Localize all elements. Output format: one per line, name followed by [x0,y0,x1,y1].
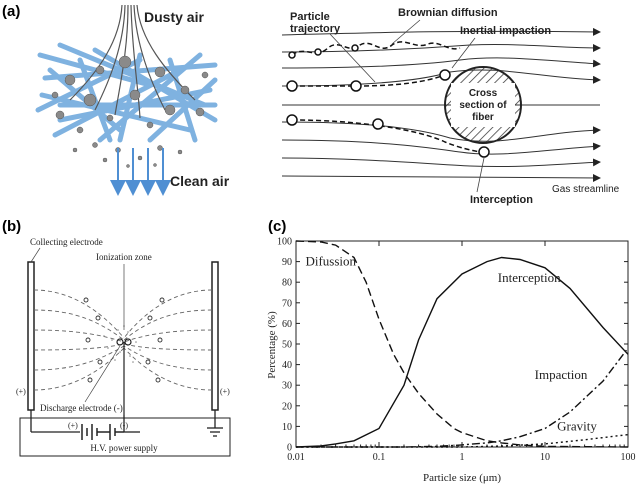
minus-battery-label: (-) [120,421,128,430]
series-label-gravity: Gravity [557,419,597,434]
plus-battery-label: (+) [68,421,78,430]
series-label-interception: Interception [498,270,561,285]
series-line-gravity [296,433,629,448]
clean-air-arrows [110,148,171,196]
y-tick-label: 30 [282,381,292,392]
x-tick-label: 1 [460,452,465,463]
y-tick-label: 60 [282,319,292,330]
panel-b-label: (b) [2,218,21,235]
x-tick-label: 0.1 [373,452,386,463]
y-axis-title: Percentage (%) [266,311,278,379]
fiber-label-3: fiber [472,112,494,123]
plus-left-label: (+) [16,387,26,396]
discharge-electrode [116,338,132,415]
x-axis-title: Particle size (μm) [423,472,501,484]
series-line-difussion [295,240,629,448]
circuit-wires [30,410,216,433]
series-line-interception [295,256,629,448]
ground-icon [207,427,223,437]
y-tick-label: 100 [277,237,292,248]
series-label-difussion: Difussion [305,254,356,269]
power-supply-box [19,417,231,457]
fiber-label-2: section of [459,100,507,111]
panel-a-label: (a) [2,3,20,20]
y-tick-label: 90 [282,257,292,268]
leader-lines [329,19,485,193]
x-tick-label: 0.01 [287,452,305,463]
particle-trajectory-label-2: trajectory [290,23,341,35]
ionization-zone-label: Ionization zone [96,252,152,262]
trajectory-particles [286,44,490,158]
collecting-electrode-right [211,261,219,411]
interception-label: Interception [470,194,533,206]
y-tick-label: 10 [282,422,292,433]
x-tick-label: 10 [540,452,550,463]
collecting-electrode-left [27,261,35,411]
x-tick-label: 100 [621,452,636,463]
ion-dots [103,325,141,363]
gas-streamline-label: Gas streamline [552,184,620,195]
particle-trajectory-label-1: Particle [290,11,330,23]
plus-right-label: (+) [220,387,230,396]
fiber-label-bg [451,83,515,127]
y-tick-label: 40 [282,360,292,371]
panel-c-label: (c) [268,218,286,235]
streamlines [281,27,601,182]
y-tick-label: 70 [282,298,292,309]
dusty-air-label: Dusty air [144,9,204,25]
power-supply-label: H.V. power supply [90,443,158,453]
y-tick-label: 80 [282,278,292,289]
y-tick-label: 20 [282,401,292,412]
discharge-electrode-label: Discharge electrode (-) [40,403,123,413]
y-tick-label: 0 [287,443,292,454]
dust-particles [51,55,209,168]
collecting-electrode-label: Collecting electrode [30,237,103,247]
inertial-impaction-label: Inertial impaction [460,25,551,37]
battery-icon [81,424,124,440]
brownian-diffusion-label: Brownian diffusion [398,7,498,19]
series-label-impaction: Impaction [535,367,588,382]
plot-frame [295,240,629,448]
panel-b: (b) [2,218,231,457]
fiber-label-1: Cross [469,88,498,99]
leader-lines-b [30,247,125,403]
y-tick-label: 50 [282,340,292,351]
clean-air-label: Clean air [170,173,230,189]
field-lines [33,289,213,391]
panel-a: (a) [2,3,620,206]
charged-particles [83,297,165,383]
